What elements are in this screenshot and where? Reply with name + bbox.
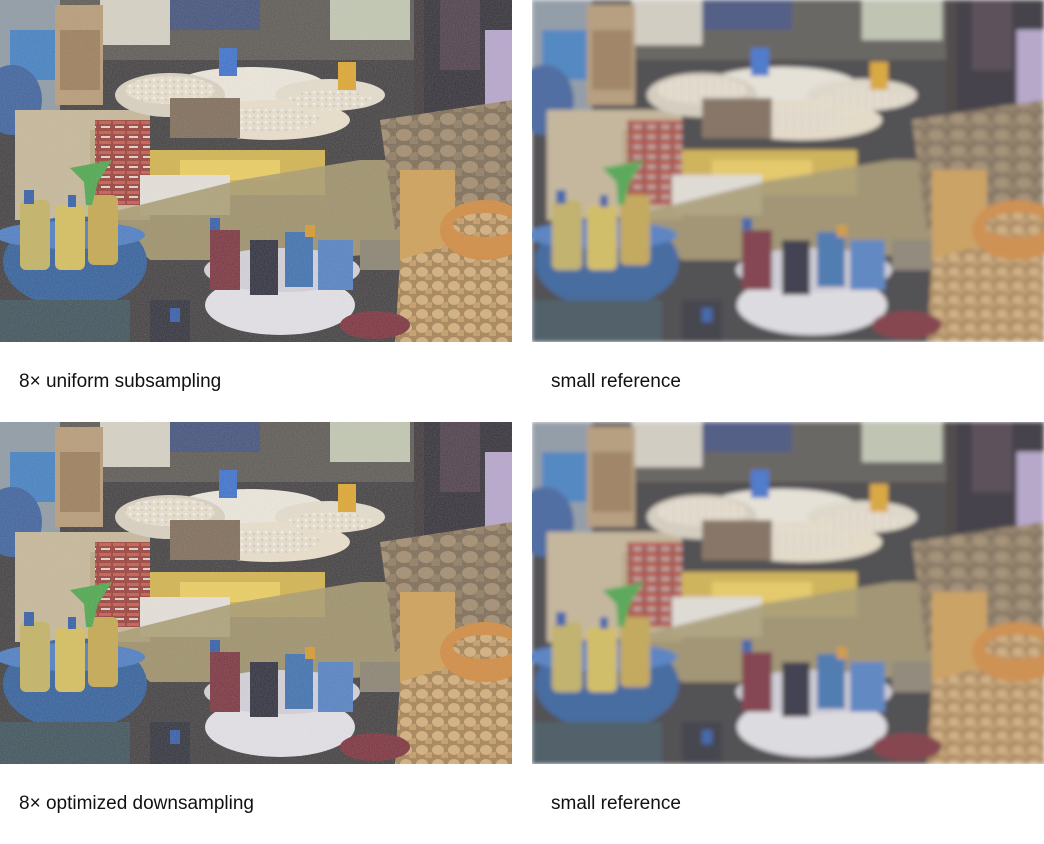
caption-small-reference-top: small reference bbox=[551, 371, 681, 392]
photo-small-reference-top bbox=[532, 0, 1044, 342]
caption-uniform-subsampling: 8× uniform subsampling bbox=[19, 371, 222, 392]
photo-optimized-downsampling bbox=[0, 422, 512, 764]
caption-small-reference-bottom: small reference bbox=[551, 793, 681, 814]
photo-uniform-subsampling bbox=[0, 0, 512, 342]
caption-optimized-downsampling: 8× optimized downsampling bbox=[19, 793, 254, 814]
photo-small-reference-bottom bbox=[532, 422, 1044, 764]
